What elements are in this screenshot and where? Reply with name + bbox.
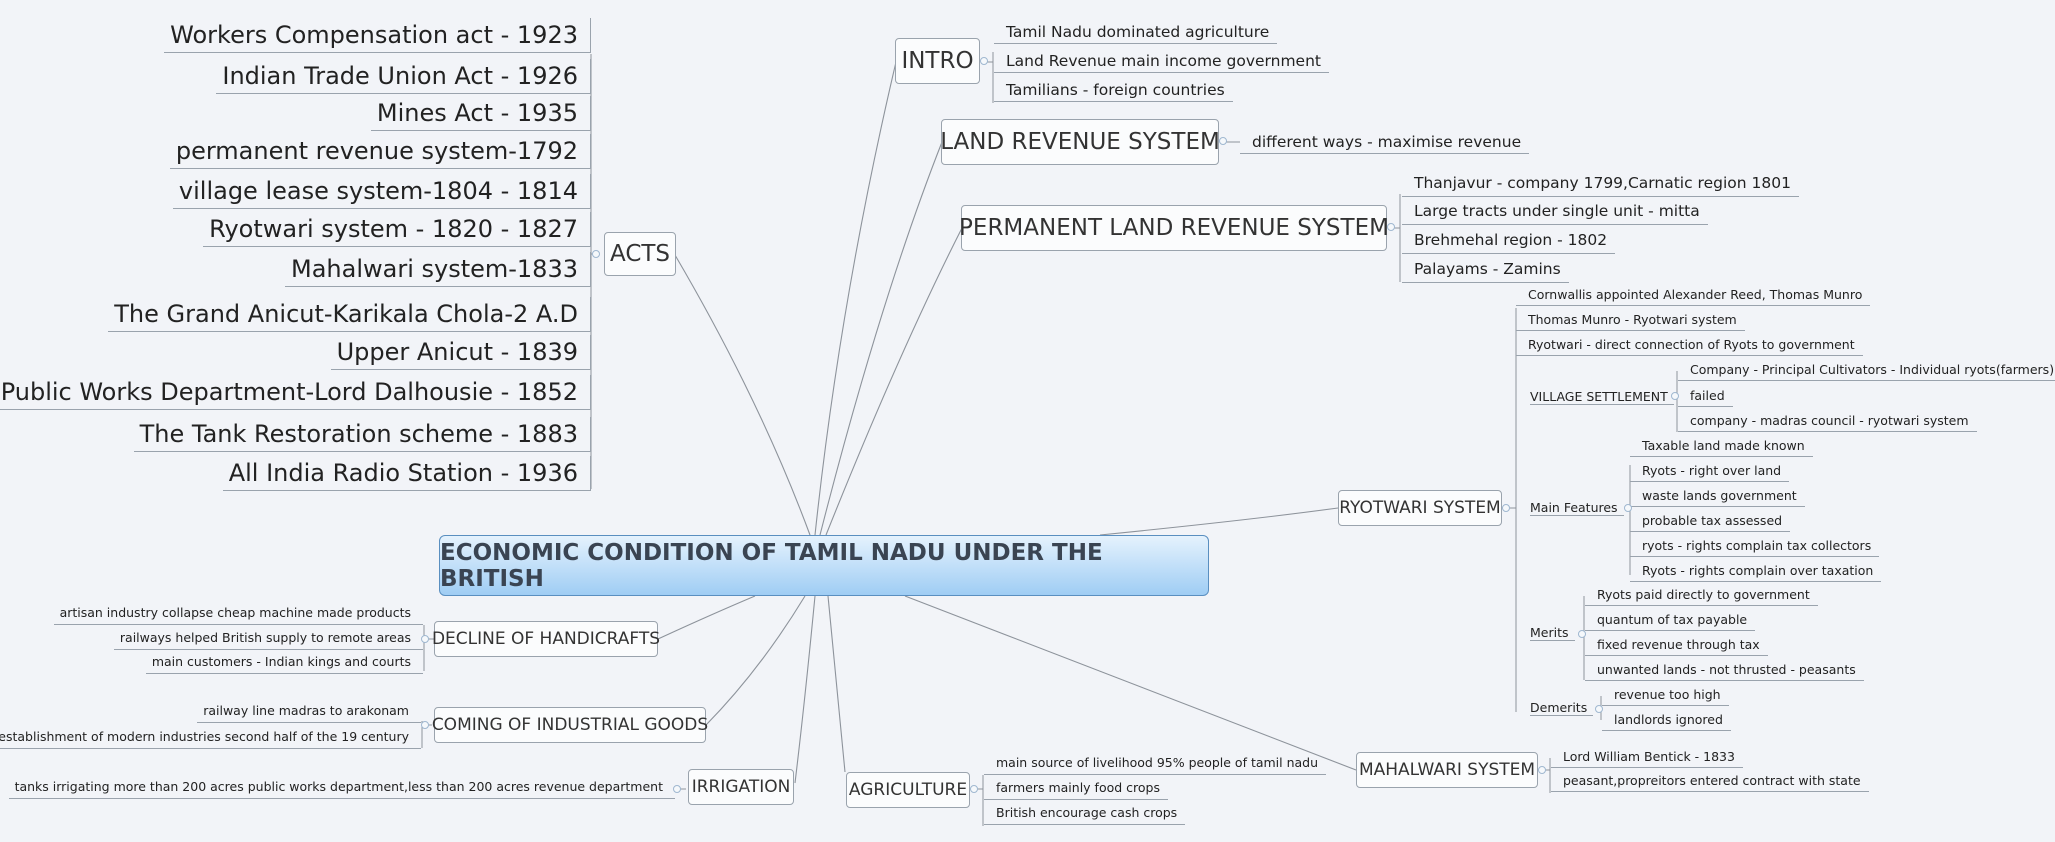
intro-label: INTRO: [901, 48, 974, 74]
acts-label: ACTS: [609, 241, 671, 267]
collapse-dot-icon[interactable]: [1219, 137, 1227, 145]
feature-item[interactable]: Ryots - rights complain over taxation: [1630, 561, 1882, 582]
collapse-dot-icon[interactable]: [1538, 766, 1546, 774]
merit-item[interactable]: fixed revenue through tax: [1585, 635, 1768, 656]
collapse-dot-icon[interactable]: [421, 635, 429, 643]
collapse-dot-icon[interactable]: [1502, 504, 1510, 512]
collapse-dot-icon[interactable]: [1595, 705, 1603, 713]
intro-node[interactable]: INTRO: [895, 38, 980, 84]
irrigation-label: IRRIGATION: [691, 777, 791, 797]
main-features-label[interactable]: Main Features: [1530, 500, 1624, 516]
mahalwari-item[interactable]: Lord William Bentick - 1833: [1551, 747, 1743, 768]
collapse-dot-icon[interactable]: [673, 785, 681, 793]
feature-item[interactable]: Taxable land made known: [1630, 436, 1813, 457]
mahalwari-label: MAHALWARI SYSTEM: [1358, 760, 1536, 780]
intro-item[interactable]: Tamilians - foreign countries: [994, 79, 1233, 102]
merit-item[interactable]: unwanted lands - not thrusted - peasants: [1585, 660, 1864, 681]
mahalwari-item[interactable]: peasant,propreitors entered contract wit…: [1551, 771, 1869, 792]
agriculture-item[interactable]: main source of livelihood 95% people of …: [984, 752, 1327, 775]
handicrafts-item[interactable]: main customers - Indian kings and courts: [145, 651, 423, 674]
agriculture-item[interactable]: farmers mainly food crops: [984, 777, 1168, 800]
industrial-label: COMING OF INDUSTRIAL GOODS: [431, 715, 709, 735]
village-item[interactable]: company - madras council - ryotwari syst…: [1678, 411, 1977, 432]
permanent-item[interactable]: Large tracts under single unit - mitta: [1402, 198, 1708, 225]
acts-item[interactable]: Ryotwari system - 1820 - 1827: [203, 212, 591, 247]
acts-item[interactable]: The Tank Restoration scheme - 1883: [133, 417, 591, 452]
acts-item[interactable]: Indian Trade Union Act - 1926: [216, 59, 591, 94]
intro-item[interactable]: Tamil Nadu dominated agriculture: [994, 21, 1278, 44]
acts-item[interactable]: village lease system-1804 - 1814: [172, 174, 591, 209]
ryotwari-node[interactable]: RYOTWARI SYSTEM: [1338, 490, 1502, 526]
acts-item[interactable]: Mahalwari system-1833: [284, 252, 591, 287]
central-topic-label: ECONOMIC CONDITION OF TAMIL NADU UNDER T…: [440, 539, 1103, 592]
village-item[interactable]: failed: [1678, 386, 1733, 407]
acts-item[interactable]: permanent revenue system-1792: [169, 134, 591, 169]
agriculture-item[interactable]: British encourage cash crops: [984, 802, 1186, 825]
permanent-item[interactable]: Brehmehal region - 1802: [1402, 227, 1616, 254]
collapse-dot-icon[interactable]: [1624, 504, 1632, 512]
permanent-node[interactable]: PERMANENT LAND REVENUE SYSTEM: [959, 205, 1389, 251]
collapse-dot-icon[interactable]: [970, 785, 978, 793]
demerits-label[interactable]: Demerits: [1530, 700, 1594, 716]
merits-label[interactable]: Merits: [1530, 625, 1575, 641]
ryotwari-label: RYOTWARI SYSTEM: [1339, 498, 1501, 518]
merit-item[interactable]: quantum of tax payable: [1585, 610, 1756, 631]
feature-item[interactable]: waste lands government: [1630, 486, 1805, 507]
land-revenue-item[interactable]: different ways - maximise revenue: [1240, 131, 1530, 154]
merit-item[interactable]: Ryots paid directly to government: [1585, 585, 1818, 606]
demerit-item[interactable]: revenue too high: [1602, 685, 1729, 706]
industrial-node[interactable]: COMING OF INDUSTRIAL GOODS: [431, 707, 709, 743]
land-revenue-label: LAND REVENUE SYSTEM: [940, 129, 1220, 155]
industrial-item[interactable]: railway line madras to arakonam: [197, 700, 421, 723]
ryotwari-item[interactable]: Thomas Munro - Ryotwari system: [1516, 310, 1745, 331]
land-revenue-node[interactable]: LAND REVENUE SYSTEM: [940, 119, 1220, 165]
collapse-dot-icon[interactable]: [980, 57, 988, 65]
acts-item[interactable]: Upper Anicut - 1839: [330, 335, 591, 370]
handicrafts-label: DECLINE OF HANDICRAFTS: [431, 629, 661, 649]
feature-item[interactable]: Ryots - right over land: [1630, 461, 1790, 482]
collapse-dot-icon[interactable]: [1387, 223, 1395, 231]
agriculture-node[interactable]: AGRICULTURE: [846, 772, 970, 808]
collapse-dot-icon[interactable]: [1578, 630, 1586, 638]
acts-item[interactable]: Workers Compensation act - 1923: [164, 18, 591, 53]
irrigation-item[interactable]: tanks irrigating more than 200 acres pub…: [8, 776, 675, 799]
central-topic[interactable]: ECONOMIC CONDITION OF TAMIL NADU UNDER T…: [439, 535, 1209, 596]
feature-item[interactable]: probable tax assessed: [1630, 511, 1791, 532]
ryotwari-item[interactable]: Cornwallis appointed Alexander Reed, Tho…: [1516, 285, 1871, 306]
agriculture-label: AGRICULTURE: [848, 780, 968, 800]
ryotwari-item[interactable]: Ryotwari - direct connection of Ryots to…: [1516, 335, 1863, 356]
mahalwari-node[interactable]: MAHALWARI SYSTEM: [1356, 752, 1538, 788]
permanent-item[interactable]: Palayams - Zamins: [1402, 256, 1569, 283]
handicrafts-item[interactable]: railways helped British supply to remote…: [113, 627, 423, 650]
demerit-item[interactable]: landlords ignored: [1602, 710, 1731, 731]
acts-node[interactable]: ACTS: [604, 232, 676, 276]
intro-item[interactable]: Land Revenue main income government: [994, 50, 1329, 73]
feature-item[interactable]: ryots - rights complain tax collectors: [1630, 536, 1880, 557]
acts-item[interactable]: The Grand Anicut-Karikala Chola-2 A.D: [108, 297, 591, 332]
village-settlement-label[interactable]: VILLAGE SETTLEMENT: [1530, 389, 1674, 405]
industrial-item[interactable]: establishment of modern industries secon…: [0, 726, 421, 749]
village-item[interactable]: Company - Principal Cultivators - Indivi…: [1678, 360, 2055, 381]
collapse-dot-icon[interactable]: [1671, 392, 1679, 400]
permanent-label: PERMANENT LAND REVENUE SYSTEM: [959, 215, 1389, 241]
collapse-dot-icon[interactable]: [592, 250, 600, 258]
collapse-dot-icon[interactable]: [421, 721, 429, 729]
acts-item[interactable]: Mines Act - 1935: [370, 96, 591, 131]
permanent-item[interactable]: Thanjavur - company 1799,Carnatic region…: [1402, 170, 1799, 197]
acts-item[interactable]: All India Radio Station - 1936: [222, 456, 591, 491]
handicrafts-node[interactable]: DECLINE OF HANDICRAFTS: [431, 621, 661, 657]
handicrafts-item[interactable]: artisan industry collapse cheap machine …: [53, 602, 423, 625]
acts-item[interactable]: Public Works Department-Lord Dalhousie -…: [0, 375, 591, 410]
irrigation-node[interactable]: IRRIGATION: [688, 769, 794, 805]
